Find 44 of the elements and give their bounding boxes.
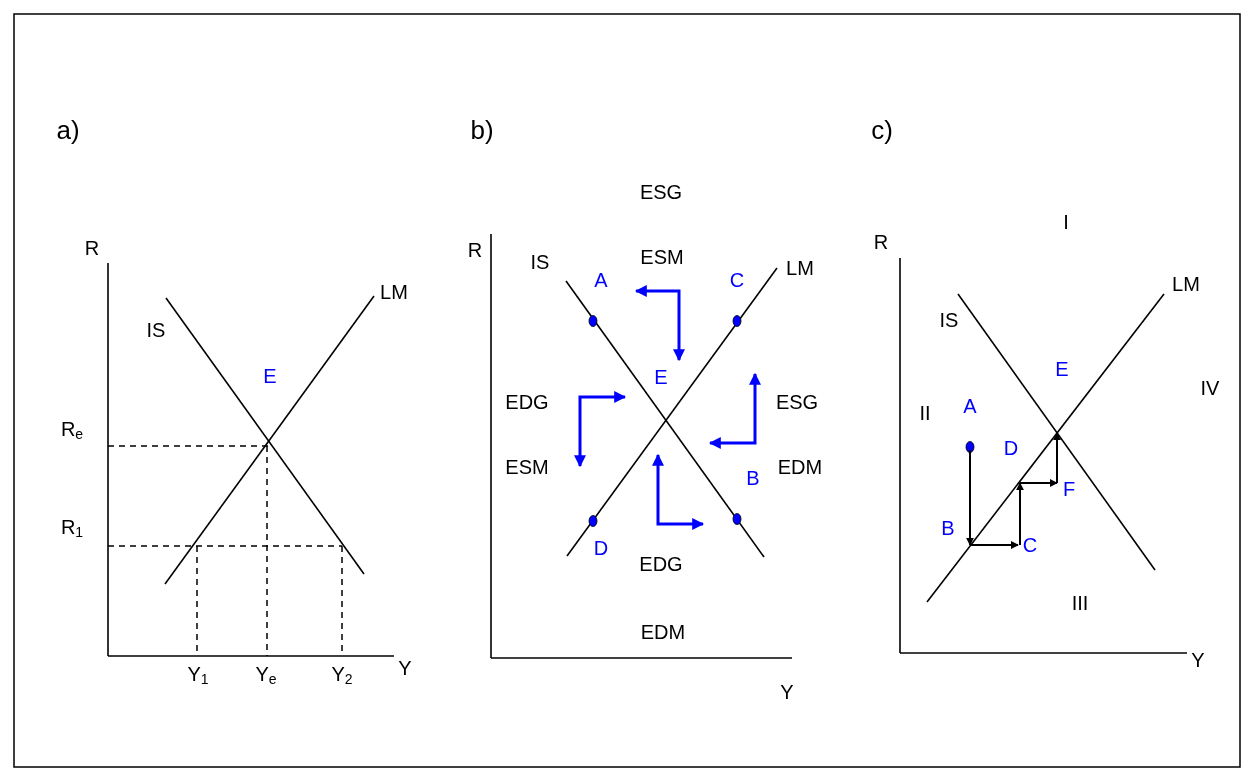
axis-tick-label: Y$_{2}$ bbox=[331, 663, 353, 687]
curve-label: LM bbox=[786, 258, 814, 278]
region-label: ESM bbox=[505, 457, 549, 477]
point-label: E bbox=[1055, 359, 1069, 379]
point-label: B bbox=[746, 468, 760, 488]
axis-label: Y bbox=[398, 658, 412, 678]
region-label: IV bbox=[1200, 378, 1220, 398]
curve-label: IS bbox=[530, 252, 550, 272]
axis-label: Y bbox=[780, 682, 794, 702]
panel-label: a) bbox=[56, 117, 80, 143]
point-label: E bbox=[263, 366, 277, 386]
region-label: ESM bbox=[640, 247, 684, 267]
region-label: ESG bbox=[639, 182, 683, 202]
panel-label: c) bbox=[871, 117, 893, 143]
curve-label: LM bbox=[380, 282, 408, 302]
point-label: C bbox=[1022, 535, 1038, 555]
point-label: D bbox=[593, 538, 609, 558]
axis-tick-label: R$_{e}$ bbox=[60, 418, 84, 442]
region-label: EDM bbox=[777, 457, 823, 477]
point-label: D bbox=[1003, 438, 1019, 458]
point-label: F bbox=[1062, 479, 1076, 499]
region-label: III bbox=[1071, 593, 1089, 613]
curve-label: IS bbox=[146, 320, 166, 340]
region-label: EDG bbox=[505, 392, 549, 412]
point-label: A bbox=[594, 270, 608, 290]
panel-label: b) bbox=[470, 117, 494, 143]
region-label: EDM bbox=[640, 622, 686, 642]
point-label: B bbox=[941, 518, 955, 538]
point-label: A bbox=[963, 396, 977, 416]
region-label: EDG bbox=[639, 554, 683, 574]
axis-label: R bbox=[467, 240, 483, 260]
axis-label: R bbox=[873, 232, 889, 252]
axis-tick-label: Y$_{1}$ bbox=[187, 663, 209, 687]
axis-tick-label: Y$_{e}$ bbox=[255, 663, 277, 687]
curve-label: LM bbox=[1172, 274, 1200, 294]
axis-label: R bbox=[84, 238, 100, 258]
curve-label: IS bbox=[939, 310, 959, 330]
point-label: C bbox=[729, 270, 745, 290]
axis-tick-label: R$_{1}$ bbox=[60, 516, 84, 540]
region-label: ESG bbox=[775, 392, 819, 412]
point-label: E bbox=[654, 367, 668, 387]
region-label: II bbox=[919, 403, 931, 423]
axis-label: Y bbox=[1191, 650, 1205, 670]
region-label: I bbox=[1063, 212, 1069, 232]
